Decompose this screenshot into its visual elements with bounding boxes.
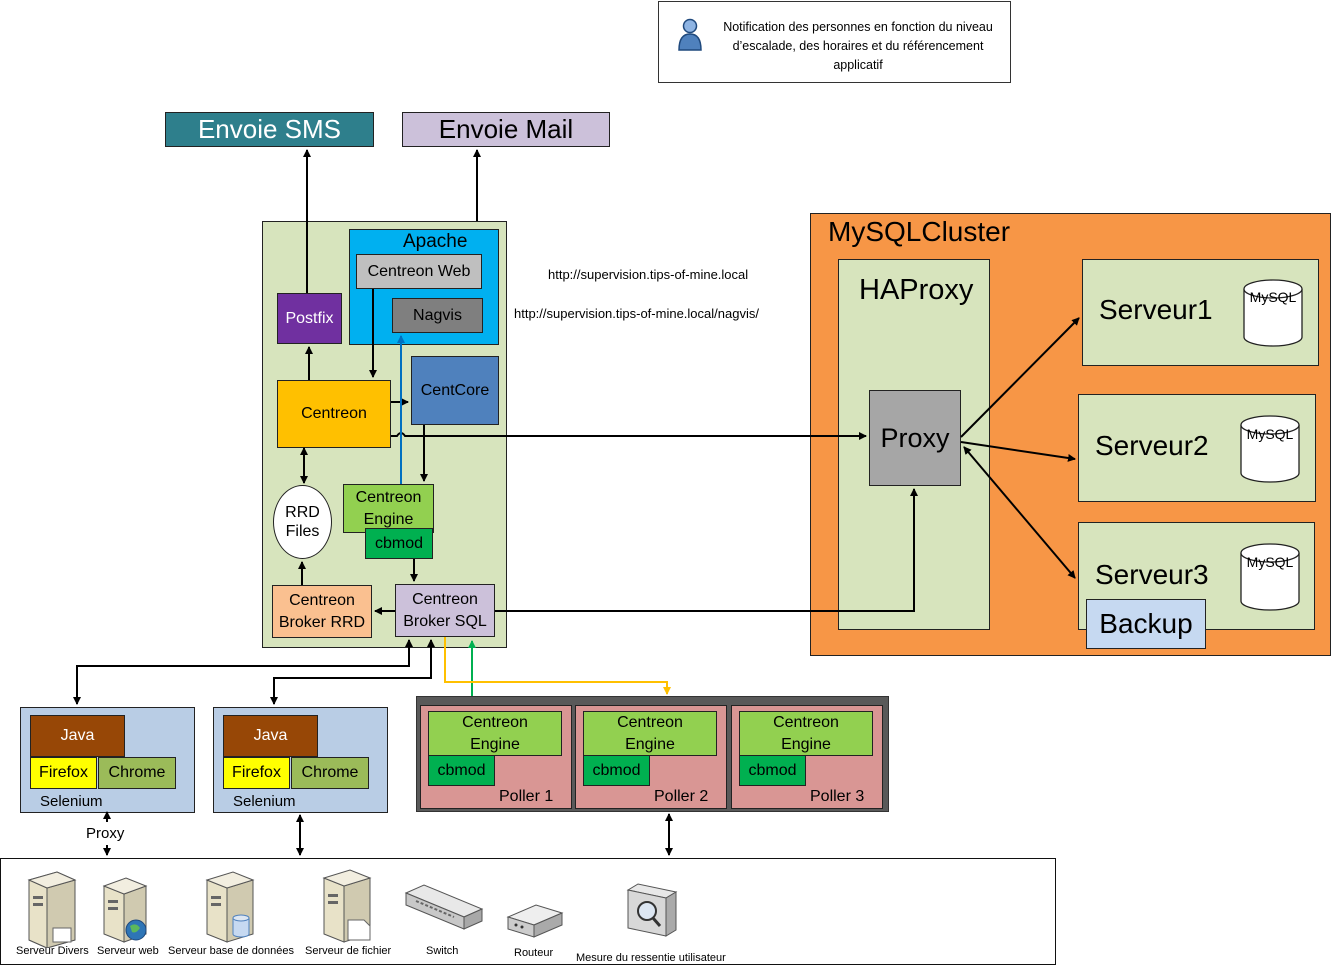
broker-sql: Centreon Broker SQL [395,584,495,637]
database-cylinder-icon [1243,279,1303,347]
apache-label: Apache [403,231,468,252]
device-mesure-ressenti [626,882,678,938]
proxy-link-label: Proxy [86,825,125,842]
centreon-web: Centreon Web [356,254,482,289]
central-cbmod: cbmod [365,528,433,559]
chrome: Chrome [291,757,369,789]
mysql-db-2: MySQL [1240,415,1300,483]
backup: Backup [1086,599,1206,649]
mysql-label: MySQL [1249,289,1297,305]
proxy: Proxy [869,390,961,486]
cluster-title: MySQLCluster [828,216,1011,247]
poller-label: Poller 2 [654,788,709,805]
user-experience-monitor-icon [626,883,678,937]
device-switch [404,883,484,933]
broker-rrd: Centreon Broker RRD [272,585,372,638]
mysql-db-1: MySQL [1243,279,1303,347]
device-label: Serveur base de données [168,945,294,957]
poller-label: Poller 1 [499,788,554,805]
database-server-icon [205,871,255,943]
mysql-db-3: MySQL [1240,543,1300,611]
chrome: Chrome [98,757,176,789]
device-label: Switch [426,945,459,957]
selenium-label: Selenium [40,793,103,810]
device-serveur-divers [25,870,81,949]
sms-output: Envoie SMS [165,112,374,147]
mysql-label: MySQL [1246,554,1294,570]
url-nagvis: http://supervision.tips-of-mine.local/na… [514,306,759,321]
rrd-files: RRD Files [273,485,332,559]
notification-text: Notification des personnes en fonction d… [723,20,993,72]
poller-cbmod: cbmod [583,755,650,786]
url-centreon: http://supervision.tips-of-mine.local [548,267,749,282]
arrow-selenium1-central [73,639,413,705]
monitored-devices [0,858,1056,965]
firefox: Firefox [30,757,97,789]
poller-engine: Centreon Engine [583,711,717,756]
database-cylinder-icon [1240,543,1300,611]
server-2-label: Serveur2 [1095,430,1209,461]
device-serveur-web [102,876,150,944]
central-engine: Centreon Engine [343,484,434,533]
device-label: Serveur de fichier [305,945,392,957]
arrow-selenium2-central [270,639,435,705]
device-label: Serveur web [97,945,159,957]
device-serveur-bdd [203,870,259,944]
switch-icon [404,884,484,930]
web-server-icon [102,877,148,943]
device-label: Mesure du ressentie utilisateur [576,952,726,964]
poller-label: Poller 3 [810,788,865,805]
mysql-label: MySQL [1246,426,1294,442]
server-1-label: Serveur1 [1099,294,1213,325]
haproxy-label: HAProxy [859,274,974,306]
java: Java [223,715,318,757]
device-routeur [506,903,564,939]
server-tower-icon [27,871,77,949]
database-cylinder-icon [1240,415,1300,483]
postfix: Postfix [277,293,342,344]
nagvis: Nagvis [392,298,483,333]
firefox: Firefox [223,757,290,789]
poller-cbmod: cbmod [428,755,495,786]
mail-output: Envoie Mail [402,112,610,147]
poller-engine: Centreon Engine [428,711,562,756]
person-icon [678,18,702,51]
file-server-icon [322,869,372,943]
server-3-label: Serveur3 [1095,559,1209,590]
selenium-label: Selenium [233,793,296,810]
rrd-files-label: RRD Files [285,503,320,540]
device-label: Routeur [514,947,554,959]
device-label: Serveur Divers [16,945,89,957]
router-icon [506,904,564,938]
centcore: CentCore [411,356,499,425]
centreon: Centreon [277,380,391,448]
device-serveur-fichier [320,868,376,944]
poller-engine: Centreon Engine [739,711,873,756]
poller-cbmod: cbmod [739,755,806,786]
java: Java [30,715,125,757]
notification-box: Notification des personnes en fonction d… [658,1,1011,83]
